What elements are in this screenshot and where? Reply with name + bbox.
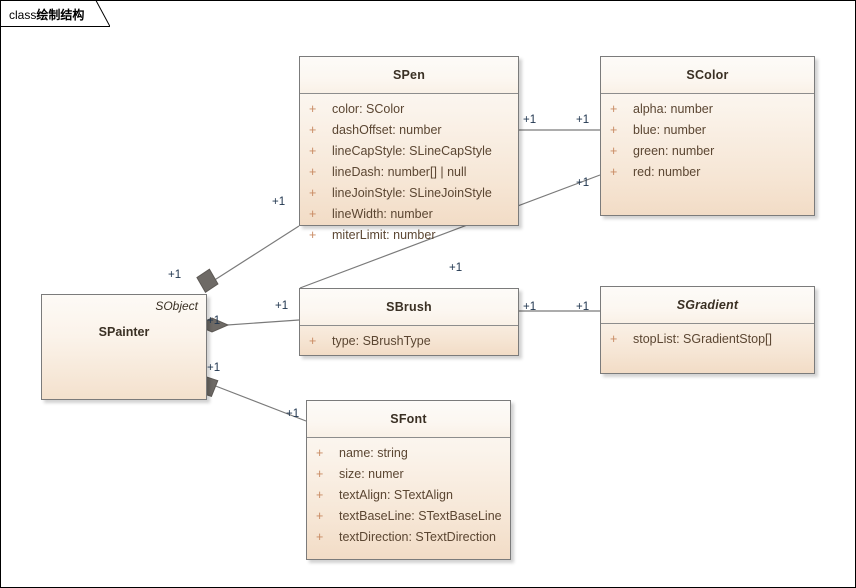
class-header-sgradient: SGradient <box>601 287 814 324</box>
attribute-row: + lineWidth: number <box>300 207 518 228</box>
class-attributes-sgradient: + stopList: SGradientStop[] <box>601 324 814 359</box>
attribute-row: + size: numer <box>307 467 510 488</box>
attribute-text: name: string <box>339 446 408 460</box>
multiplicity-painter-font-target: +1 <box>286 408 300 420</box>
class-box-spen[interactable]: SPen + color: SColor + dashOffset: numbe… <box>299 56 519 242</box>
attribute-visibility: + <box>309 165 317 179</box>
attribute-text: textDirection: STextDirection <box>339 530 497 544</box>
attribute-row: + textDirection: STextDirection <box>307 530 510 551</box>
class-name-spen: SPen <box>392 68 426 82</box>
class-box-spainter[interactable]: SObject SPainter <box>41 294 207 400</box>
diagram-title-text: 绘制结构 <box>36 8 85 22</box>
diagram-title-keyword: class <box>9 8 37 22</box>
attribute-visibility: + <box>309 123 317 137</box>
multiplicity-pen-color-target: +1 <box>576 114 590 126</box>
attribute-text: red: number <box>633 165 701 179</box>
attribute-visibility: + <box>610 102 618 116</box>
composition-diamond-pen <box>196 268 219 294</box>
attribute-visibility: + <box>309 334 317 348</box>
class-attributes-sfont: + name: string + size: numer + textAlign… <box>307 438 510 557</box>
attribute-row: + blue: number <box>601 123 814 144</box>
attribute-visibility: + <box>610 165 618 179</box>
attribute-text: stopList: SGradientStop[] <box>633 332 772 346</box>
class-attributes-scolor: + alpha: number + blue: number + green: … <box>601 94 814 192</box>
multiplicity-brush-color-target: +1 <box>576 177 590 189</box>
multiplicity-painter-pen-target: +1 <box>272 196 286 208</box>
class-box-sfont[interactable]: SFont + name: string + size: numer + tex… <box>306 400 511 560</box>
attribute-visibility: + <box>610 144 618 158</box>
class-attributes-sbrush: + type: SBrushType <box>300 326 518 361</box>
class-name-spainter: SPainter <box>98 325 150 339</box>
class-header-scolor: SColor <box>601 57 814 94</box>
attribute-row: + color: SColor <box>300 102 518 123</box>
attribute-visibility: + <box>309 102 317 116</box>
attribute-text: lineCapStyle: SLineCapStyle <box>332 144 492 158</box>
attribute-row: + lineJoinStyle: SLineJoinStyle <box>300 186 518 207</box>
diagram-title-label: class绘制结构 <box>9 6 84 23</box>
attribute-text: size: numer <box>339 467 404 481</box>
attribute-row: + green: number <box>601 144 814 165</box>
connector-painter-pen <box>212 225 300 282</box>
multiplicity-painter-pen-source: +1 <box>168 269 182 281</box>
attribute-visibility: + <box>610 123 618 137</box>
class-header-sfont: SFont <box>307 401 510 438</box>
multiplicity-pen-color-source: +1 <box>523 114 537 126</box>
class-name-scolor: SColor <box>686 68 729 82</box>
attribute-text: type: SBrushType <box>332 334 431 348</box>
attribute-text: textBaseLine: STextBaseLine <box>339 509 502 523</box>
class-stereotype-spainter: SObject <box>155 299 198 313</box>
attribute-row: + lineDash: number[] | null <box>300 165 518 186</box>
multiplicity-brush-gradient-source: +1 <box>523 301 537 313</box>
connector-painter-font <box>212 384 307 422</box>
attribute-text: textAlign: STextAlign <box>339 488 453 502</box>
attribute-visibility: + <box>309 228 317 242</box>
diagram-title-tab[interactable]: class绘制结构 <box>0 0 110 27</box>
attribute-text: dashOffset: number <box>332 123 442 137</box>
attribute-visibility: + <box>610 332 618 346</box>
attribute-text: color: SColor <box>332 102 405 116</box>
attribute-visibility: + <box>316 467 324 481</box>
attribute-visibility: + <box>309 186 317 200</box>
attribute-text: miterLimit: number <box>332 228 436 242</box>
class-name-sgradient: SGradient <box>676 298 739 312</box>
attribute-row: + stopList: SGradientStop[] <box>601 332 814 353</box>
class-box-sbrush[interactable]: SBrush + type: SBrushType <box>299 288 519 356</box>
attribute-row: + name: string <box>307 446 510 467</box>
attribute-visibility: + <box>316 488 324 502</box>
multiplicity-painter-font-source: +1 <box>207 362 221 374</box>
attribute-row: + type: SBrushType <box>300 334 518 355</box>
multiplicity-painter-brush-target: +1 <box>275 300 289 312</box>
class-name-sbrush: SBrush <box>386 300 432 314</box>
attribute-text: blue: number <box>633 123 706 137</box>
connector-brush-color <box>299 174 601 289</box>
multiplicity-brush-color-source: +1 <box>449 262 463 274</box>
attribute-text: lineDash: number[] | null <box>332 165 467 179</box>
attribute-visibility: + <box>309 144 317 158</box>
attribute-row: + miterLimit: number <box>300 228 518 249</box>
attribute-text: alpha: number <box>633 102 713 116</box>
class-header-sbrush: SBrush <box>300 289 518 326</box>
attribute-row: + textBaseLine: STextBaseLine <box>307 509 510 530</box>
multiplicity-painter-brush-source: +1 <box>207 315 221 327</box>
attribute-row: + red: number <box>601 165 814 186</box>
attribute-text: lineJoinStyle: SLineJoinStyle <box>332 186 492 200</box>
attribute-visibility: + <box>316 509 324 523</box>
attribute-text: green: number <box>633 144 715 158</box>
class-header-spen: SPen <box>300 57 518 94</box>
attribute-row: + alpha: number <box>601 102 814 123</box>
class-name-sfont: SFont <box>390 412 427 426</box>
attribute-visibility: + <box>309 207 317 221</box>
attribute-text: lineWidth: number <box>332 207 433 221</box>
class-box-scolor[interactable]: SColor + alpha: number + blue: number + … <box>600 56 815 216</box>
multiplicity-brush-gradient-target: +1 <box>576 301 590 313</box>
class-attributes-spen: + color: SColor + dashOffset: number + l… <box>300 94 518 255</box>
attribute-row: + lineCapStyle: SLineCapStyle <box>300 144 518 165</box>
attribute-row: + textAlign: STextAlign <box>307 488 510 509</box>
attribute-visibility: + <box>316 446 324 460</box>
attribute-row: + dashOffset: number <box>300 123 518 144</box>
class-box-sgradient[interactable]: SGradient + stopList: SGradientStop[] <box>600 286 815 374</box>
attribute-visibility: + <box>316 530 324 544</box>
